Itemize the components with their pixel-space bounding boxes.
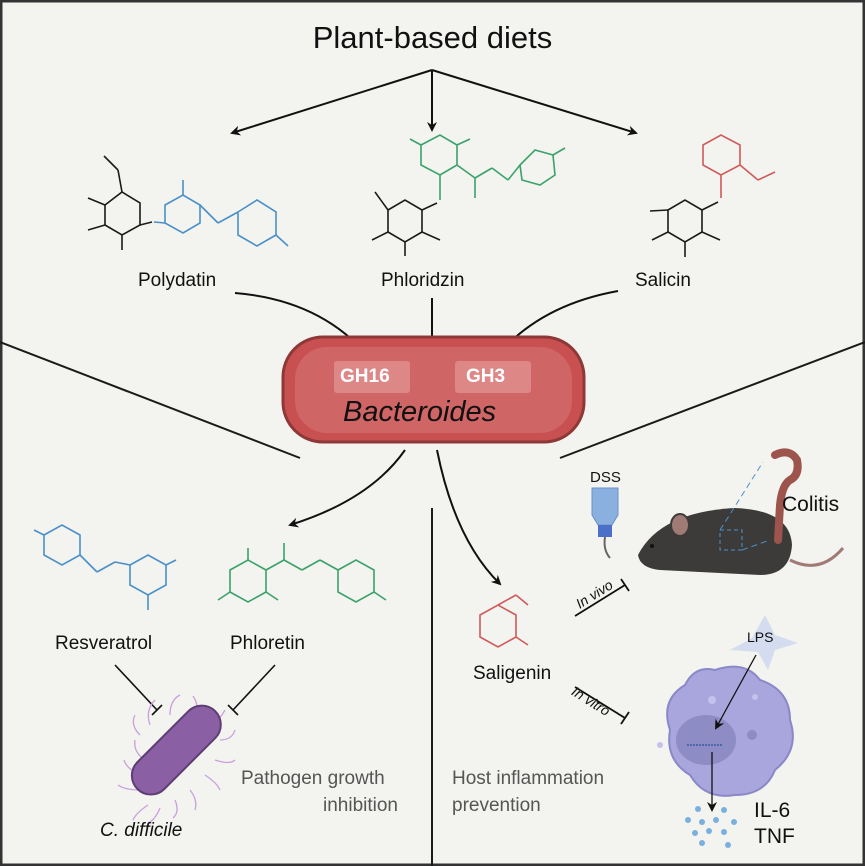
divider-right (559, 341, 865, 459)
flagella (117, 694, 236, 824)
phloretin-core (409, 134, 566, 200)
resveratrol-label: Resveratrol (55, 633, 153, 654)
il6-label: IL-6 (754, 799, 791, 822)
salicin-label: Salicin (635, 270, 691, 291)
glucose-ring (371, 191, 441, 256)
mouse-icon (638, 461, 845, 575)
lps-label: LPS (747, 629, 774, 645)
colon-icon (771, 448, 802, 544)
phloridzin-label: Phloridzin (381, 270, 465, 291)
saligenin-structure (479, 594, 529, 648)
phloridzin-structure (371, 134, 566, 256)
gh16-box (334, 361, 410, 393)
gh16-label: GH16 (340, 366, 390, 387)
lps-signaling-arrows (707, 654, 757, 812)
arrow-to-aglycones (288, 449, 406, 528)
divider-left (0, 341, 301, 459)
pathogen-panel-label-1: Pathogen growth (241, 768, 385, 789)
from-bacteroides-arrows (288, 449, 502, 586)
arrow-to-salicin (431, 69, 638, 136)
stilbene-core (153, 180, 289, 247)
glucose-ring (649, 199, 721, 257)
resveratrol-structure (33, 524, 177, 610)
arrow-to-polydatin (230, 69, 433, 136)
dss-bottle-icon (591, 487, 619, 559)
tnf-label: TNF (754, 825, 795, 848)
host-panel-label-2: prevention (452, 795, 541, 816)
c-difficile-bacterium (117, 694, 236, 824)
inhibition-lines (114, 664, 276, 716)
phloretin-structure (217, 543, 387, 603)
phloretin-label: Phloretin (230, 633, 305, 654)
polydatin-label: Polydatin (138, 270, 217, 291)
diet-arrows (230, 69, 638, 136)
lps-icon (730, 615, 798, 670)
glucose-ring (87, 155, 153, 250)
bacteroides-label: Bacteroides (343, 396, 497, 428)
host-panel-label-1: Host inflammation (452, 768, 605, 789)
gh3-box (455, 361, 531, 393)
salicin-structure (649, 134, 776, 257)
macrophage-cell (657, 665, 794, 797)
c-difficile-label: C. difficile (100, 820, 183, 841)
pathogen-panel-label-2: inhibition (323, 795, 398, 816)
colitis-label: Colitis (782, 493, 840, 516)
salicyl-core (702, 134, 776, 198)
arrow-to-saligenin (436, 449, 502, 586)
dss-label: DSS (590, 469, 621, 486)
polydatin-structure (87, 155, 289, 250)
saligenin-inhibition (574, 578, 630, 725)
diagram-title: Plant-based diets (312, 20, 553, 55)
gh3-label: GH3 (466, 366, 506, 387)
cytokine-dots (685, 806, 737, 848)
saligenin-label: Saligenin (473, 663, 552, 684)
bacteroides-cell (281, 335, 586, 444)
